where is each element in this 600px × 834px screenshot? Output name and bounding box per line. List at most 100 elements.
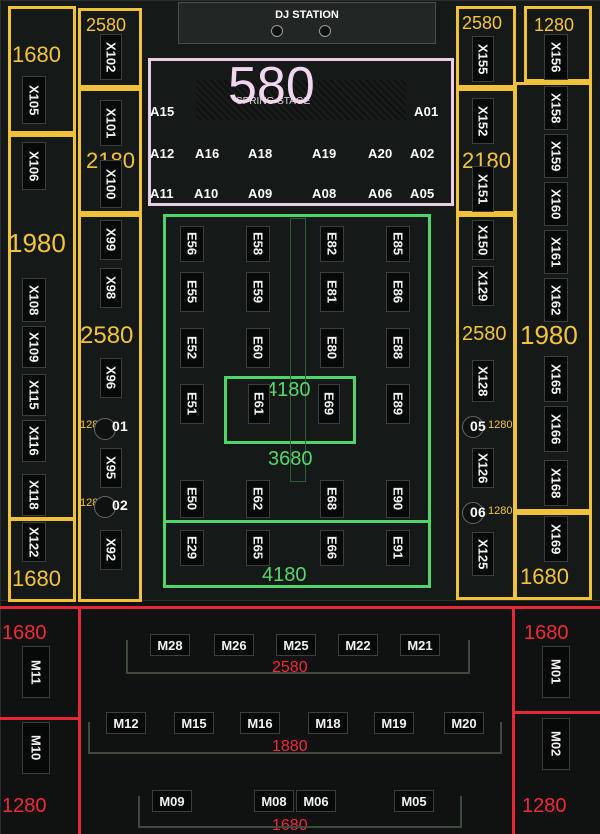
table-m10[interactable]: M10: [22, 722, 50, 774]
table-e85[interactable]: E85: [386, 226, 410, 262]
table-m18[interactable]: M18: [308, 712, 348, 734]
table-e60[interactable]: E60: [246, 328, 270, 368]
round-table-01[interactable]: [94, 418, 116, 440]
table-x101[interactable]: X101: [100, 100, 122, 146]
table-x118[interactable]: X118: [22, 474, 46, 516]
table-x105[interactable]: X105: [22, 76, 46, 124]
table-e51[interactable]: E51: [180, 384, 204, 424]
table-a12[interactable]: A12: [150, 146, 175, 161]
table-x169[interactable]: X169: [544, 516, 568, 562]
center-zone-4180-bottom[interactable]: [163, 520, 431, 588]
round-table-06[interactable]: [462, 502, 484, 524]
table-x102[interactable]: X102: [100, 34, 122, 80]
table-m01[interactable]: M01: [542, 646, 570, 698]
table-m20[interactable]: M20: [444, 712, 484, 734]
table-m08[interactable]: M08: [254, 790, 294, 812]
table-05-label[interactable]: 05: [470, 418, 486, 434]
table-a20[interactable]: A20: [368, 146, 393, 161]
round-table-05[interactable]: [462, 416, 484, 438]
table-e90[interactable]: E90: [386, 480, 410, 518]
table-x100[interactable]: X100: [100, 160, 122, 208]
table-e91[interactable]: E91: [386, 530, 410, 566]
table-x92[interactable]: X92: [100, 530, 122, 570]
table-x158[interactable]: X158: [544, 86, 568, 130]
table-x166[interactable]: X166: [544, 406, 568, 452]
table-x108[interactable]: X108: [22, 278, 46, 322]
right-zone-2580[interactable]: [456, 214, 516, 600]
table-m09[interactable]: M09: [152, 790, 192, 812]
table-m06[interactable]: M06: [296, 790, 336, 812]
right-zone-2580-top[interactable]: [456, 6, 516, 88]
table-e52[interactable]: E52: [180, 328, 204, 368]
left-zone-2180[interactable]: [78, 88, 142, 214]
table-e29[interactable]: E29: [180, 530, 204, 566]
left-zone-2580-top[interactable]: [78, 8, 142, 88]
table-x99[interactable]: X99: [100, 220, 122, 260]
right-zone-1680-bottom[interactable]: [514, 512, 592, 600]
table-x96[interactable]: X96: [100, 358, 122, 398]
table-x126[interactable]: X126: [472, 448, 494, 488]
table-e56[interactable]: E56: [180, 226, 204, 262]
table-m19[interactable]: M19: [374, 712, 414, 734]
table-e50[interactable]: E50: [180, 480, 204, 518]
table-e59[interactable]: E59: [246, 272, 270, 312]
table-m11[interactable]: M11: [22, 646, 50, 698]
table-a06[interactable]: A06: [368, 186, 393, 201]
table-e69[interactable]: E69: [318, 384, 340, 424]
table-m26[interactable]: M26: [214, 634, 254, 656]
table-m05[interactable]: M05: [394, 790, 434, 812]
table-a19[interactable]: A19: [312, 146, 337, 161]
table-x161[interactable]: X161: [544, 230, 568, 274]
table-x151[interactable]: X151: [472, 166, 494, 212]
table-e58[interactable]: E58: [246, 226, 270, 262]
table-e68[interactable]: E68: [320, 480, 344, 518]
table-a16[interactable]: A16: [195, 146, 220, 161]
table-m15[interactable]: M15: [174, 712, 214, 734]
table-a09[interactable]: A09: [248, 186, 273, 201]
table-x155[interactable]: X155: [472, 36, 494, 82]
table-x109[interactable]: X109: [22, 326, 46, 368]
table-x125[interactable]: X125: [472, 532, 494, 576]
table-e86[interactable]: E86: [386, 272, 410, 312]
left-zone-2580[interactable]: [78, 214, 142, 602]
table-e89[interactable]: E89: [386, 384, 410, 424]
table-x156[interactable]: X156: [544, 34, 568, 80]
table-02-label[interactable]: 02: [112, 497, 128, 513]
table-06-label[interactable]: 06: [470, 504, 486, 520]
table-x98[interactable]: X98: [100, 268, 122, 308]
left-zone-1680-bottom[interactable]: [8, 518, 76, 602]
table-x122[interactable]: X122: [22, 522, 46, 562]
table-x115[interactable]: X115: [22, 374, 46, 416]
table-e81[interactable]: E81: [320, 272, 344, 312]
table-x159[interactable]: X159: [544, 134, 568, 178]
table-a01[interactable]: A01: [414, 104, 439, 119]
table-x106[interactable]: X106: [22, 142, 46, 190]
table-x95[interactable]: X95: [100, 448, 122, 488]
table-x162[interactable]: X162: [544, 278, 568, 322]
table-01-label[interactable]: 01: [112, 418, 128, 434]
table-a15[interactable]: A15: [150, 104, 175, 119]
table-e62[interactable]: E62: [246, 480, 270, 518]
table-e82[interactable]: E82: [320, 226, 344, 262]
stage-zone[interactable]: [148, 58, 454, 206]
table-m22[interactable]: M22: [338, 634, 378, 656]
table-x128[interactable]: X128: [472, 360, 494, 402]
table-e88[interactable]: E88: [386, 328, 410, 368]
table-a11[interactable]: A11: [150, 186, 174, 201]
table-x160[interactable]: X160: [544, 182, 568, 226]
table-m21[interactable]: M21: [400, 634, 440, 656]
table-a02[interactable]: A02: [410, 146, 435, 161]
table-m25[interactable]: M25: [276, 634, 316, 656]
table-m28[interactable]: M28: [150, 634, 190, 656]
table-m02[interactable]: M02: [542, 718, 570, 770]
table-x165[interactable]: X165: [544, 356, 568, 402]
table-x116[interactable]: X116: [22, 420, 46, 462]
table-m16[interactable]: M16: [240, 712, 280, 734]
table-a18[interactable]: A18: [248, 146, 273, 161]
left-zone-1680-top[interactable]: [8, 6, 76, 134]
table-e65[interactable]: E65: [246, 530, 270, 566]
table-x168[interactable]: X168: [544, 460, 568, 506]
right-zone-1280[interactable]: [524, 6, 592, 82]
table-e80[interactable]: E80: [320, 328, 344, 368]
table-a08[interactable]: A08: [312, 186, 337, 201]
